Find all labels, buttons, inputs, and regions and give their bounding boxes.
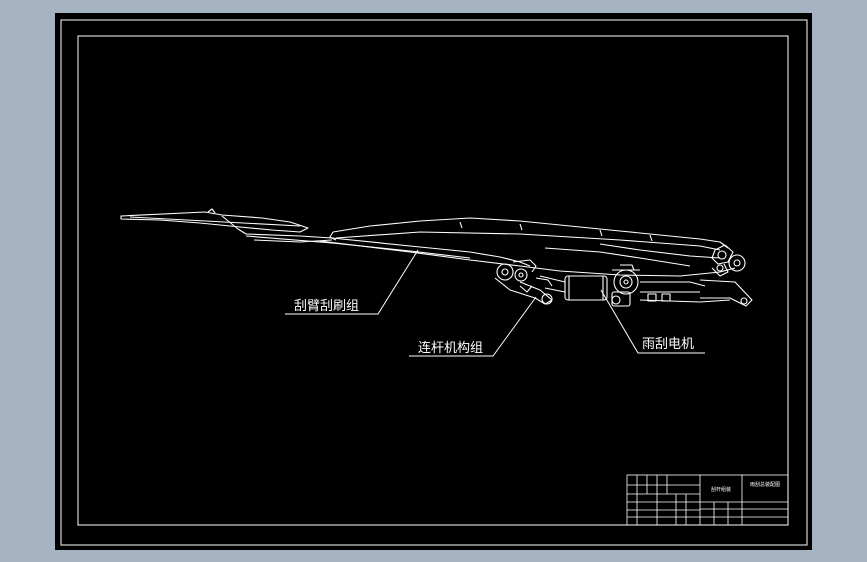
outer-frame bbox=[60, 19, 808, 546]
pivot-right bbox=[711, 244, 746, 277]
wiper-blade bbox=[120, 208, 309, 235]
leader-lines bbox=[285, 249, 705, 357]
leader-linkage bbox=[409, 296, 537, 357]
leader-motor bbox=[600, 289, 705, 354]
leader-wiper-arm bbox=[285, 249, 419, 315]
title-block-drawing-name: 雨刮总装配图 bbox=[750, 481, 780, 488]
wiper-assembly bbox=[120, 208, 753, 307]
wiper-arm-lower bbox=[319, 240, 736, 277]
title-block: 刮杆组装 雨刮总装配图 bbox=[626, 474, 789, 526]
title-block-part-name: 刮杆组装 bbox=[711, 486, 731, 493]
label-wiper-arm: 刮臂刮刷组 bbox=[294, 299, 359, 314]
wiper-arm-upper bbox=[245, 217, 729, 267]
wiper-motor bbox=[564, 264, 753, 307]
linkage-mechanism bbox=[494, 259, 566, 305]
label-motor: 雨刮电机 bbox=[642, 337, 694, 352]
label-linkage: 连杆机构组 bbox=[418, 340, 483, 356]
inner-frame bbox=[77, 35, 789, 526]
drawing-sheet bbox=[55, 13, 812, 550]
